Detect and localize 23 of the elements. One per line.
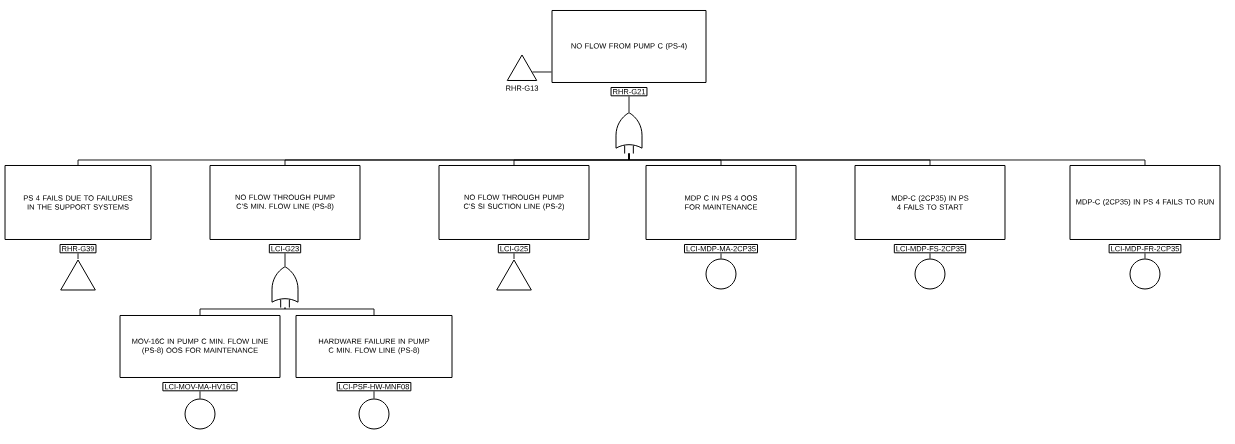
- connector-line: [720, 252, 722, 259]
- basic-event-circle: [1129, 258, 1161, 290]
- connector-line: [373, 390, 375, 399]
- connector-line: [77, 252, 79, 260]
- or-gate: [615, 112, 643, 155]
- basic-event-circle: [358, 398, 390, 430]
- connector-line: [199, 390, 201, 399]
- basic-event-circle: [914, 258, 946, 290]
- connector-line: [284, 252, 286, 267]
- transfer-triangle: [60, 259, 96, 291]
- connector-line: [199, 307, 286, 316]
- connector-line: [284, 307, 375, 316]
- basic-event-circle: [184, 398, 216, 430]
- connector-line: [929, 252, 931, 259]
- basic-event-circle: [705, 258, 737, 290]
- transfer-triangle: [496, 259, 532, 291]
- connector-line: [628, 95, 630, 113]
- connector-line: [513, 252, 515, 260]
- connector-line: [628, 153, 1146, 166]
- transfer-triangle: [506, 54, 538, 81]
- connector-line: [531, 71, 552, 73]
- or-gate: [271, 266, 299, 309]
- connector-line: [1144, 252, 1146, 259]
